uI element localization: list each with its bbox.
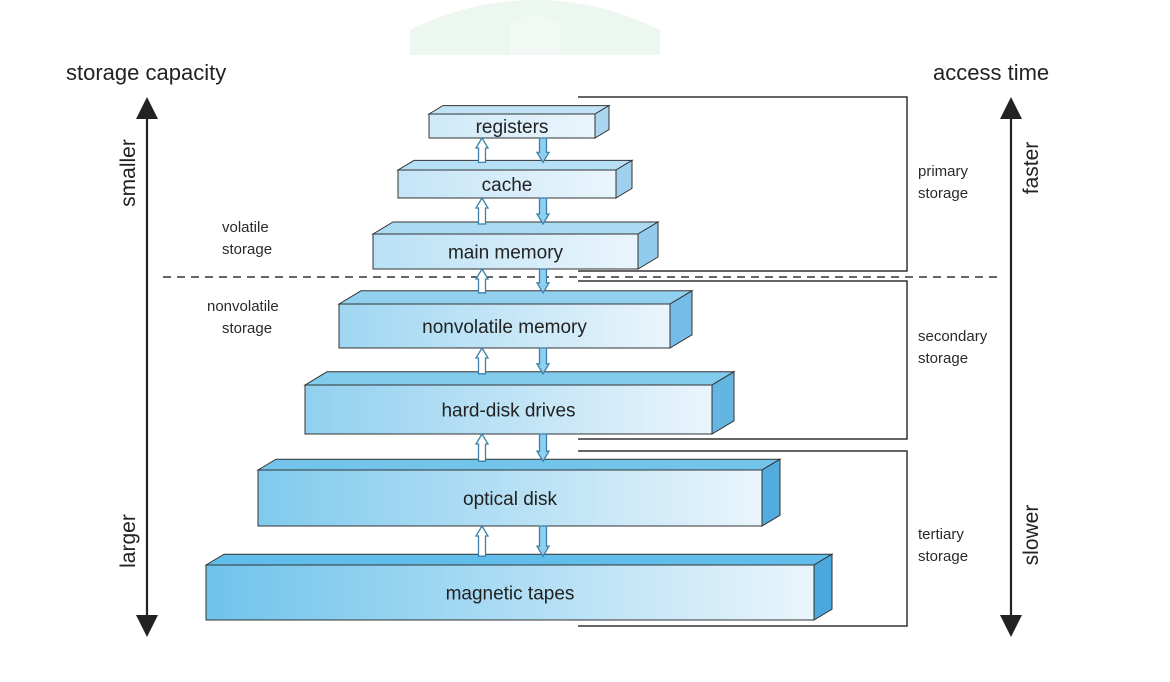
nonvolatile-line-2: storage <box>222 320 273 337</box>
tier-optical-disk: optical disk <box>256 458 782 527</box>
tier-cache-front-face <box>397 169 617 199</box>
tier-registers: registers <box>427 104 611 139</box>
volatile-storage-label: volatile storage <box>222 217 272 261</box>
arrow-up-cache-to-registers <box>474 136 490 164</box>
tier-nonvolatile-memory-label: nonvolatile memory <box>422 317 587 338</box>
tier-optical-disk-top-face <box>256 458 782 471</box>
arrow-down-nonvolatile-memory-to-hard-disk-drives <box>535 347 551 376</box>
nonvolatile-line-1: nonvolatile <box>207 298 279 315</box>
primary-line-1: primary <box>918 163 969 180</box>
volatile-line-2: storage <box>222 241 273 258</box>
tier-hard-disk-drives-front-face <box>304 384 713 435</box>
secondary-storage-label: secondary storage <box>918 326 987 370</box>
tier-nonvolatile-memory-top-face <box>337 290 694 305</box>
transfer-arrows <box>474 136 551 558</box>
background-watermark <box>410 0 660 55</box>
tier-nonvolatile-memory: nonvolatile memory <box>337 289 694 349</box>
tier-main-memory-front-face <box>372 233 639 270</box>
tier-main-memory-top-face <box>371 221 660 235</box>
arrow-down-cache-to-main-memory <box>535 197 551 226</box>
arrow-down-optical-disk-to-magnetic-tapes <box>535 525 551 558</box>
arrow-down-hard-disk-drives-to-optical-disk <box>535 433 551 463</box>
tier-magnetic-tapes-top-face <box>204 553 834 566</box>
arrow-up-hard-disk-drives-to-nonvolatile-memory <box>474 346 490 375</box>
primary-storage-label: primary storage <box>918 161 968 205</box>
tier-magnetic-tapes-front-face <box>205 564 815 621</box>
tier-cache-top-face <box>396 159 634 171</box>
volatile-line-1: volatile <box>222 219 269 236</box>
tier-registers-label: registers <box>476 117 549 138</box>
tier-optical-disk-side-face <box>761 458 781 527</box>
tier-optical-disk-front-face <box>257 469 763 527</box>
tier-magnetic-tapes: magnetic tapes <box>204 553 834 621</box>
secondary-line-2: storage <box>918 350 969 367</box>
tier-nonvolatile-memory-front-face <box>338 303 671 349</box>
arrow-up-magnetic-tapes-to-optical-disk <box>474 524 490 557</box>
arrow-up-nonvolatile-memory-to-main-memory <box>474 267 490 294</box>
primary-line-2: storage <box>918 185 969 202</box>
tertiary-line-1: tertiary <box>918 526 964 543</box>
tertiary-storage-bracket <box>578 450 908 627</box>
tier-hard-disk-drives: hard-disk drives <box>303 370 736 435</box>
access-time-title: access time <box>933 60 1050 85</box>
tier-main-memory: main memory <box>371 221 660 270</box>
tier-hard-disk-drives-top-face <box>303 371 736 386</box>
tier-magnetic-tapes-side-face <box>813 553 833 621</box>
tier-magnetic-tapes-label: magnetic tapes <box>446 584 575 605</box>
tier-hard-disk-drives-label: hard-disk drives <box>441 401 575 422</box>
tertiary-line-2: storage <box>918 548 969 565</box>
tier-optical-disk-label: optical disk <box>463 489 557 510</box>
tier-registers-front-face <box>428 113 596 139</box>
secondary-storage-bracket <box>578 280 908 440</box>
secondary-line-1: secondary <box>918 328 988 345</box>
nonvolatile-storage-label: nonvolatile storage <box>207 296 279 340</box>
arrow-up-main-memory-to-cache <box>474 196 490 225</box>
arrow-down-main-memory-to-nonvolatile-memory <box>535 268 551 295</box>
arrow-up-optical-disk-to-hard-disk-drives <box>474 432 490 462</box>
tier-registers-top-face <box>427 105 611 115</box>
tier-cache: cache <box>396 159 634 199</box>
primary-storage-bracket <box>578 96 908 272</box>
tier-group: registers cache main memory nonvolatile mem… <box>204 104 834 621</box>
arrow-down-registers-to-cache <box>535 137 551 164</box>
tier-main-memory-label: main memory <box>448 243 564 264</box>
tier-cache-label: cache <box>482 175 533 196</box>
tertiary-storage-label: tertiary storage <box>918 524 968 568</box>
storage-capacity-title: storage capacity <box>66 60 227 85</box>
